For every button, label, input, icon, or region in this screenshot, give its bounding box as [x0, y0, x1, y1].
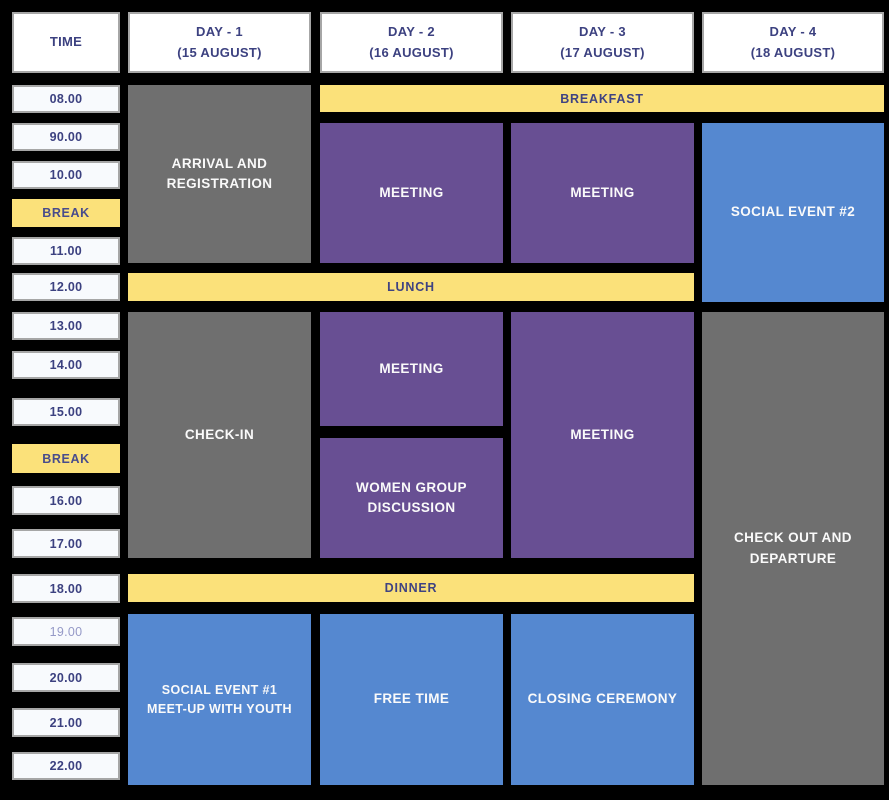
- event-meeting-day2-morning: MEETING: [320, 123, 503, 263]
- header-time-label: TIME: [49, 34, 83, 50]
- event-social-event-1: SOCIAL EVENT #1 MEET-UP WITH YOUTH: [128, 614, 311, 785]
- event-meeting-day3-afternoon: MEETING: [511, 312, 694, 558]
- time-cell-2100: 21.00: [12, 708, 120, 737]
- header-day-4: DAY - 4 (18 AUGUST): [702, 12, 884, 73]
- header-day-2-date: (16 AUGUST): [369, 44, 454, 60]
- header-time: TIME: [12, 12, 120, 73]
- time-cell-2000: 20.00: [12, 663, 120, 692]
- header-day-2: DAY - 2 (16 AUGUST): [320, 12, 503, 73]
- break-cell-afternoon: BREAK: [12, 444, 120, 473]
- time-cell-1300: 13.00: [12, 312, 120, 340]
- event-closing-ceremony: CLOSING CEREMONY: [511, 614, 694, 785]
- time-cell-1100: 11.00: [12, 237, 120, 265]
- event-social-event-2: SOCIAL EVENT #2: [702, 123, 884, 302]
- header-day-2-label: DAY - 2: [388, 23, 435, 39]
- time-cell-9000: 90.00: [12, 123, 120, 151]
- event-arrival-registration: ARRIVAL AND REGISTRATION: [128, 85, 311, 263]
- header-day-1: DAY - 1 (15 AUGUST): [128, 12, 311, 73]
- header-day-3-date: (17 AUGUST): [560, 44, 645, 60]
- header-day-4-date: (18 AUGUST): [750, 44, 836, 60]
- event-lunch-bar: LUNCH: [128, 273, 694, 301]
- time-cell-1800: 18.00: [12, 574, 120, 603]
- time-cell-1500: 15.00: [12, 398, 120, 426]
- time-cell-0800: 08.00: [12, 85, 120, 113]
- event-check-out-departure: CHECK OUT AND DEPARTURE: [702, 312, 884, 785]
- time-cell-1400: 14.00: [12, 351, 120, 379]
- time-cell-1700: 17.00: [12, 529, 120, 558]
- event-breakfast-bar: BREAKFAST: [320, 85, 884, 112]
- header-day-4-label: DAY - 4: [769, 23, 817, 39]
- event-meeting-day2-afternoon: MEETING: [320, 312, 503, 426]
- time-cell-1200: 12.00: [12, 273, 120, 301]
- event-meeting-day3-morning: MEETING: [511, 123, 694, 263]
- event-dinner-bar: DINNER: [128, 574, 694, 602]
- time-cell-1000: 10.00: [12, 161, 120, 189]
- time-cell-1900: 19.00: [12, 617, 120, 646]
- event-free-time: FREE TIME: [320, 614, 503, 785]
- header-day-3-label: DAY - 3: [579, 23, 626, 39]
- event-check-in: CHECK-IN: [128, 312, 311, 558]
- time-cell-2200: 22.00: [12, 752, 120, 780]
- time-cell-1600: 16.00: [12, 486, 120, 515]
- header-day-1-label: DAY - 1: [196, 23, 243, 39]
- header-day-3: DAY - 3 (17 AUGUST): [511, 12, 694, 73]
- header-day-1-date: (15 AUGUST): [177, 44, 262, 60]
- break-cell-morning: BREAK: [12, 199, 120, 227]
- event-women-group-discussion: WOMEN GROUP DISCUSSION: [320, 438, 503, 558]
